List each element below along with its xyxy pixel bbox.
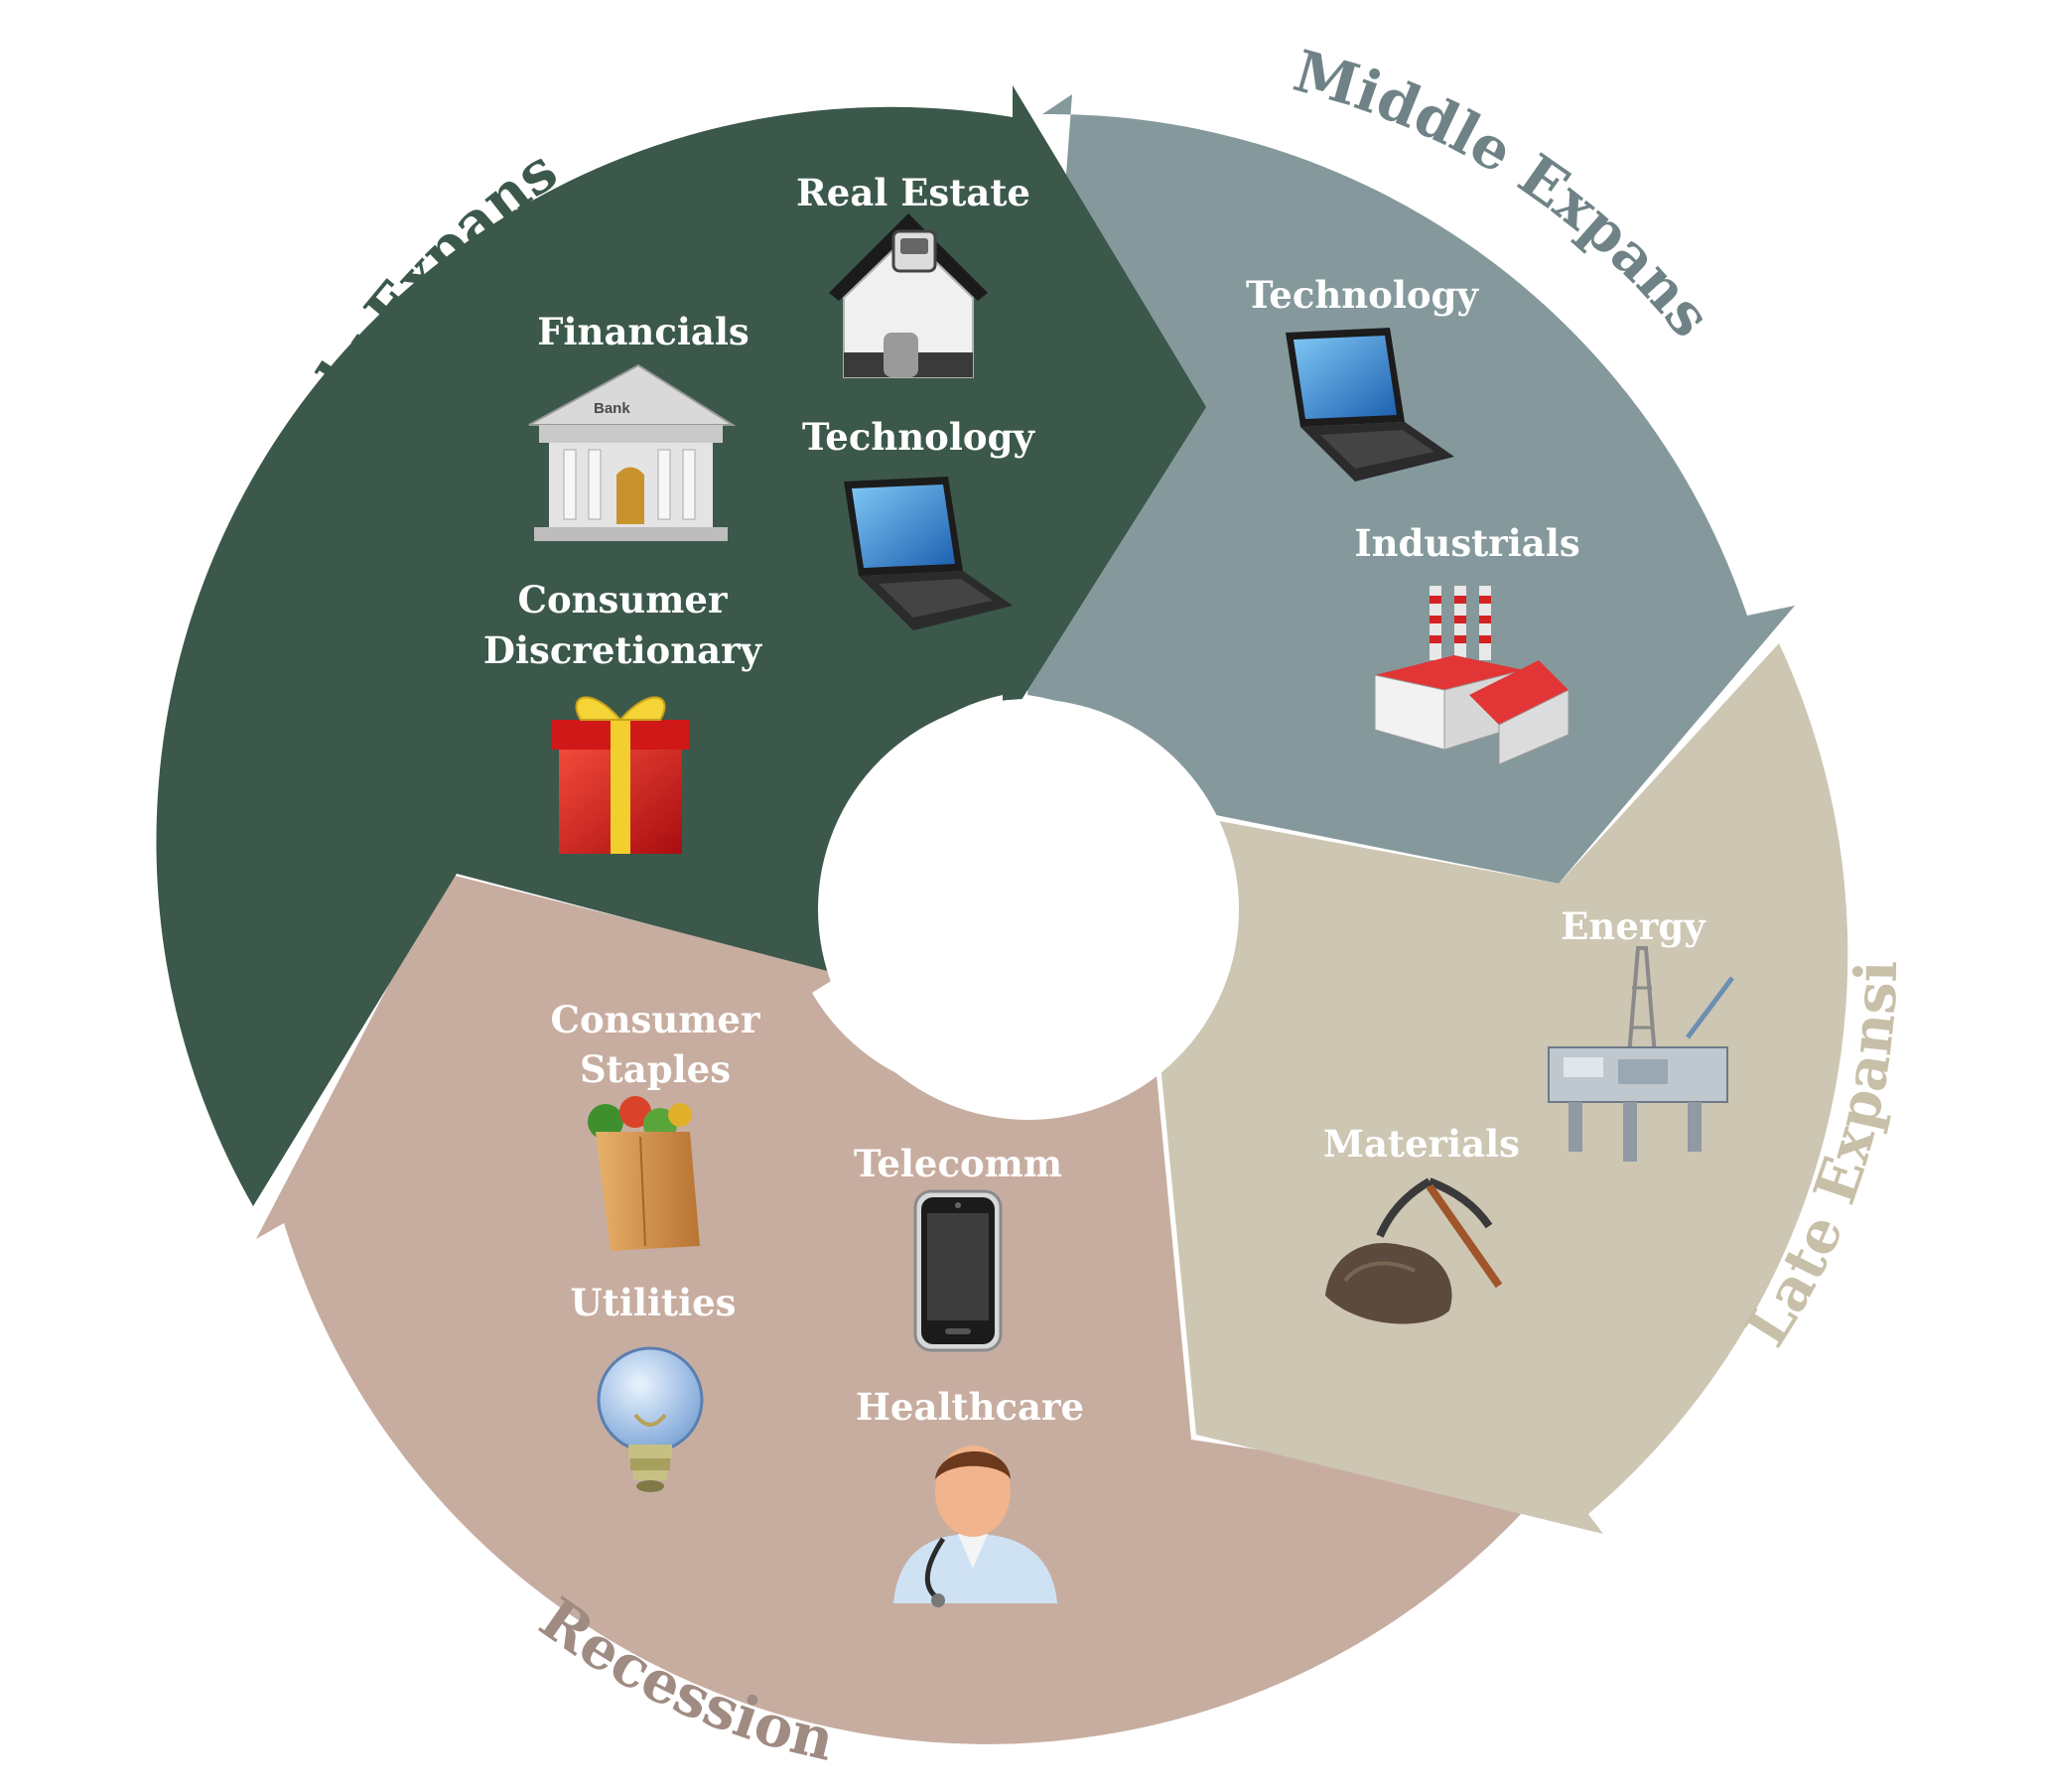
house-icon: [829, 213, 988, 378]
bank-sign: Bank: [594, 400, 630, 417]
bank-icon: Bank: [528, 363, 737, 541]
light-bulb-icon: [597, 1346, 704, 1492]
doctor-icon: [893, 1446, 1057, 1607]
late-expansion-segment: [1157, 643, 1848, 1534]
laptop-icon: [1286, 328, 1454, 482]
sector-label-healthcare: Healthcare: [856, 1385, 1084, 1429]
sector-label-consumer-discretionary-1: Consumer: [518, 578, 728, 621]
oil-rig-icon: [1548, 946, 1734, 1162]
center-hole: [818, 699, 1239, 1120]
gift-box-icon: [551, 696, 690, 854]
smartphone-icon: [913, 1189, 1003, 1352]
sector-label-technology-early: Technology: [802, 415, 1035, 459]
sector-label-real-estate: Real Estate: [796, 171, 1030, 214]
sector-label-telecomm: Telecomm: [854, 1142, 1062, 1185]
middle-expansion-segment: [1027, 94, 1795, 884]
factory-icon: [1374, 586, 1569, 765]
pickaxe-rock-icon: [1325, 1177, 1503, 1324]
sector-label-technology-middle: Technology: [1246, 273, 1479, 317]
sector-label-materials: Materials: [1323, 1122, 1520, 1166]
grocery-bag-icon: [588, 1096, 700, 1251]
sector-label-consumer-staples-1: Consumer: [551, 998, 760, 1041]
laptop-icon: [844, 477, 1013, 630]
sector-label-consumer-staples-2: Staples: [580, 1047, 731, 1091]
sector-label-energy: Energy: [1561, 904, 1706, 948]
sector-label-industrials: Industrials: [1354, 521, 1579, 565]
sector-label-financials: Financials: [537, 310, 750, 353]
sector-label-consumer-discretionary-2: Discretionary: [483, 628, 763, 672]
recession-segment: [256, 874, 1541, 1744]
sector-label-utilities: Utilities: [570, 1281, 736, 1324]
